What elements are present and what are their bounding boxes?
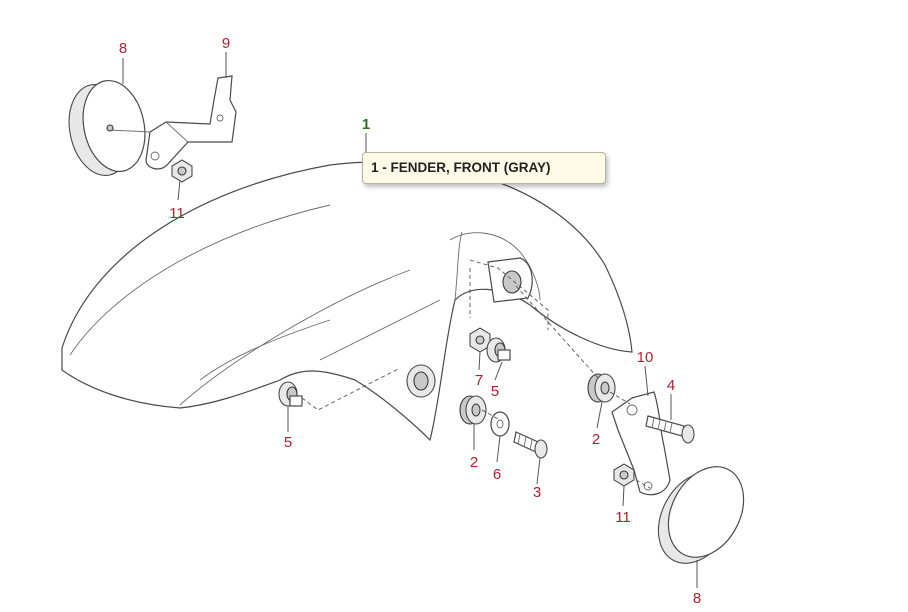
reflector-part-8-top[interactable] (61, 75, 153, 181)
bracket-part-9[interactable] (145, 75, 237, 170)
grommet-part-2-middle[interactable] (459, 395, 487, 425)
assembly-dashed-lines (301, 259, 651, 489)
grommet-part-5-left[interactable] (278, 381, 303, 407)
screw-part-4[interactable] (645, 415, 695, 444)
callout-2-middle[interactable]: 2 (470, 454, 478, 471)
callout-5-left[interactable]: 5 (284, 434, 292, 451)
callout-10[interactable]: 10 (637, 349, 654, 366)
part-tooltip: 1 - FENDER, FRONT (GRAY) (362, 152, 606, 184)
callout-8-top[interactable]: 8 (119, 40, 127, 57)
bolt-part-3[interactable] (513, 431, 548, 459)
callout-2-right[interactable]: 2 (592, 431, 600, 448)
callout-7[interactable]: 7 (475, 372, 483, 389)
callout-9[interactable]: 9 (222, 35, 230, 52)
nut-part-11-top[interactable] (171, 159, 193, 183)
callout-11-right[interactable]: 11 (615, 509, 631, 526)
callout-6[interactable]: 6 (493, 466, 501, 483)
callout-8-right[interactable]: 8 (693, 590, 701, 607)
callout-4[interactable]: 4 (667, 377, 675, 394)
callout-11-top[interactable]: 11 (169, 205, 185, 222)
callout-3[interactable]: 3 (533, 484, 541, 501)
grommet-part-5-middle[interactable] (486, 337, 511, 363)
callout-1-selected[interactable]: 1 (362, 116, 370, 133)
callout-5-middle[interactable]: 5 (491, 383, 499, 400)
callout-numbers: 8 9 11 1 5 7 5 2 6 3 2 10 4 11 8 (119, 35, 701, 607)
washer-part-6[interactable] (490, 411, 510, 437)
nut-part-11-right[interactable] (613, 463, 635, 487)
grommet-part-2-right[interactable] (587, 373, 616, 403)
reflector-part-8-right[interactable] (643, 454, 758, 577)
part-tooltip-text: 1 - FENDER, FRONT (GRAY) (371, 160, 551, 175)
front-fender-part[interactable] (61, 161, 633, 442)
